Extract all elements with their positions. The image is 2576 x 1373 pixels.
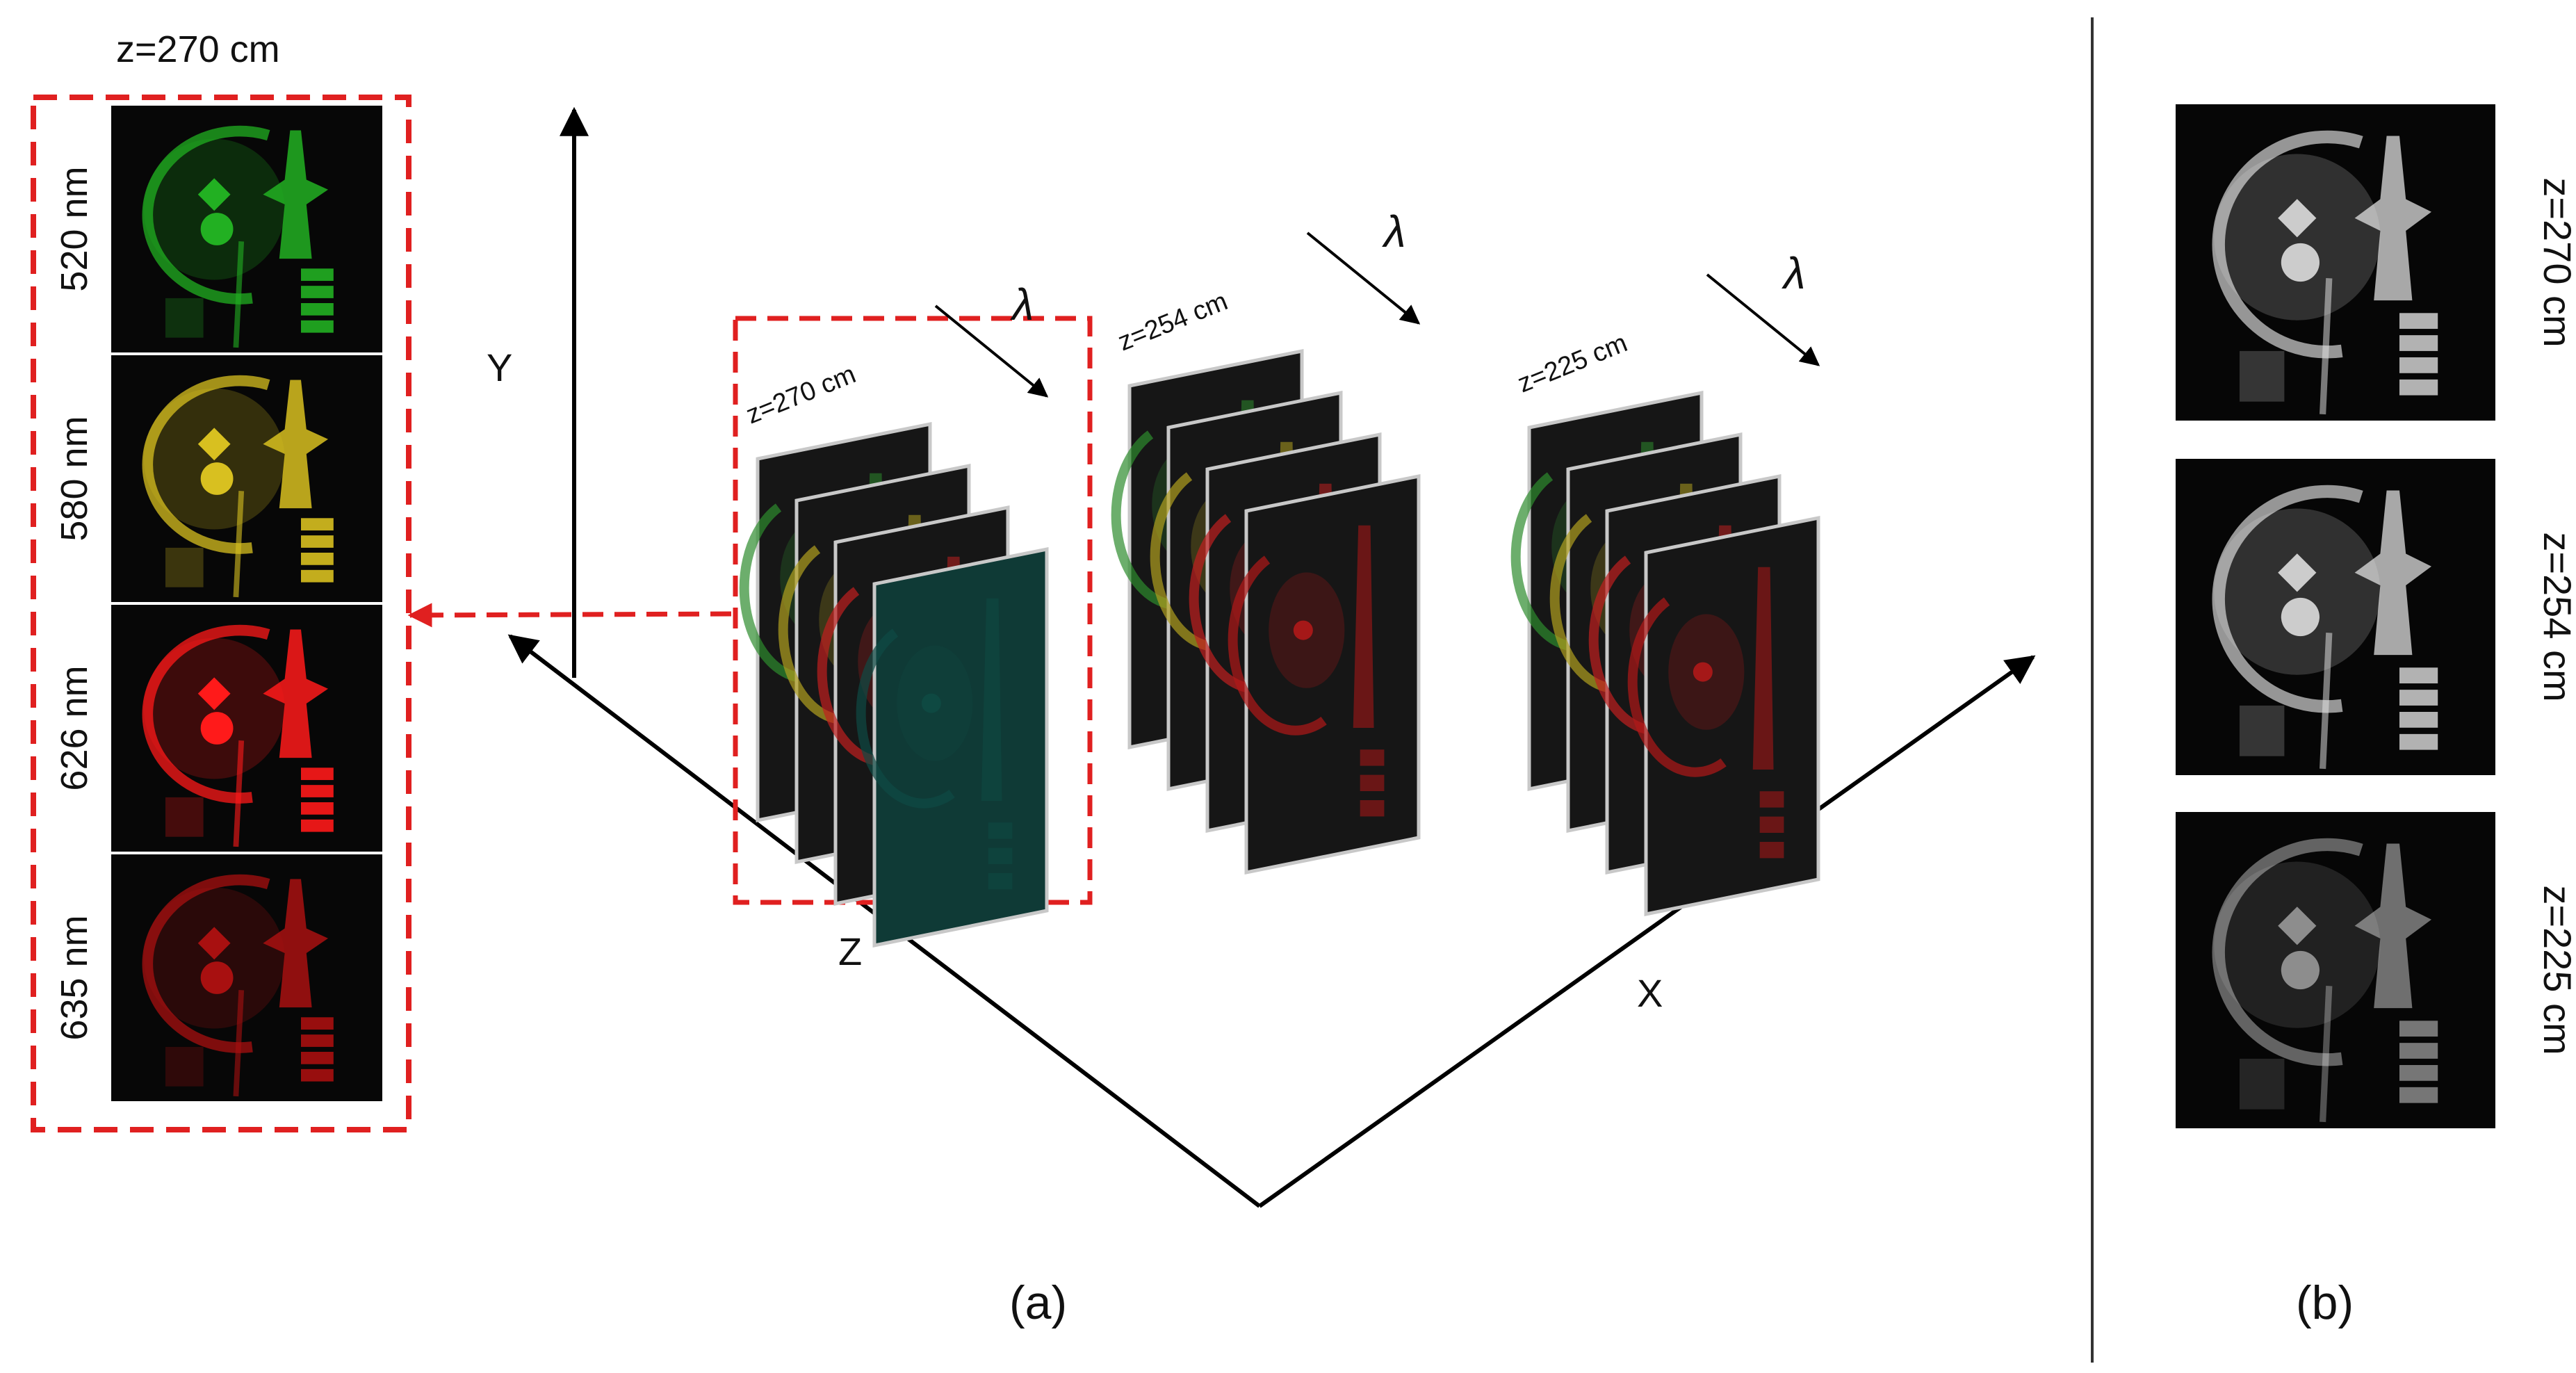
inset-wavelength-label: 626 nm <box>54 665 95 790</box>
x-axis <box>1258 655 2036 1208</box>
inset-image: 635 nm <box>54 854 382 1101</box>
depth-label: z=225 cm <box>2536 885 2576 1055</box>
panel-b-label: (b) <box>2296 1276 2354 1329</box>
wavelength-arrow <box>1706 273 1820 366</box>
wavelength-arrow <box>1306 231 1421 325</box>
stack-layer <box>1627 515 1820 917</box>
stack-depth-label: z=225 cm <box>1514 328 1631 398</box>
depth-label: z=254 cm <box>2536 532 2576 701</box>
inset-image: 580 nm <box>54 355 382 602</box>
reconstruction-stack: z=254 cm λ <box>1111 206 1421 875</box>
z-axis-label: Z <box>838 929 862 973</box>
depth-label: z=270 cm <box>2536 177 2576 347</box>
reconstruction-stack: z=270 cm λ <box>739 279 1049 948</box>
wavelength-symbol: λ <box>1382 206 1406 257</box>
stack-depth-label: z=270 cm <box>742 359 860 430</box>
wavelength-symbol: λ <box>1782 248 1806 298</box>
inset-title: z=270 cm <box>116 29 280 70</box>
scene-artwork <box>142 125 334 348</box>
scene-artwork <box>2212 485 2438 770</box>
panel-a-label: (a) <box>1009 1276 1067 1329</box>
inset-image: 626 nm <box>54 605 382 852</box>
wavelength-symbol: λ <box>1010 279 1034 330</box>
stack-highlight-frame <box>733 316 1093 905</box>
inset-link-arrow <box>407 603 732 628</box>
scene-artwork <box>142 874 334 1097</box>
inset-group: z=270 cm 520 nm 580 nm 626 nm 635 nm <box>31 29 411 1132</box>
grayscale-reconstruction: z=225 cm <box>2176 812 2576 1128</box>
scene-artwork <box>2212 130 2438 415</box>
inset-image: 520 nm <box>54 106 382 352</box>
scene-artwork <box>2212 838 2438 1123</box>
panel-b-images: z=270 cm z=254 cm z=225 cm <box>2176 104 2576 1128</box>
stack-layer <box>856 546 1049 948</box>
grayscale-reconstruction: z=270 cm <box>2176 104 2576 421</box>
scene-artwork <box>142 624 334 847</box>
inset-wavelength-label: 635 nm <box>54 915 95 1040</box>
inset-dashed-frame <box>31 95 411 1132</box>
x-axis-label: X <box>1637 971 1663 1015</box>
stack-layer <box>1228 473 1421 875</box>
scene-artwork <box>142 375 334 598</box>
inset-wavelength-label: 520 nm <box>54 166 95 291</box>
wavelength-arrow <box>934 304 1049 398</box>
y-axis-label: Y <box>487 346 512 389</box>
reconstruction-stack: z=225 cm λ <box>1510 248 1820 917</box>
inset-wavelength-label: 580 nm <box>54 416 95 541</box>
stack-depth-label: z=254 cm <box>1114 286 1232 357</box>
reconstruction-stacks: z=270 cm λ z=254 cm λ z=225 cm λ <box>739 206 1820 948</box>
grayscale-reconstruction: z=254 cm <box>2176 459 2576 775</box>
